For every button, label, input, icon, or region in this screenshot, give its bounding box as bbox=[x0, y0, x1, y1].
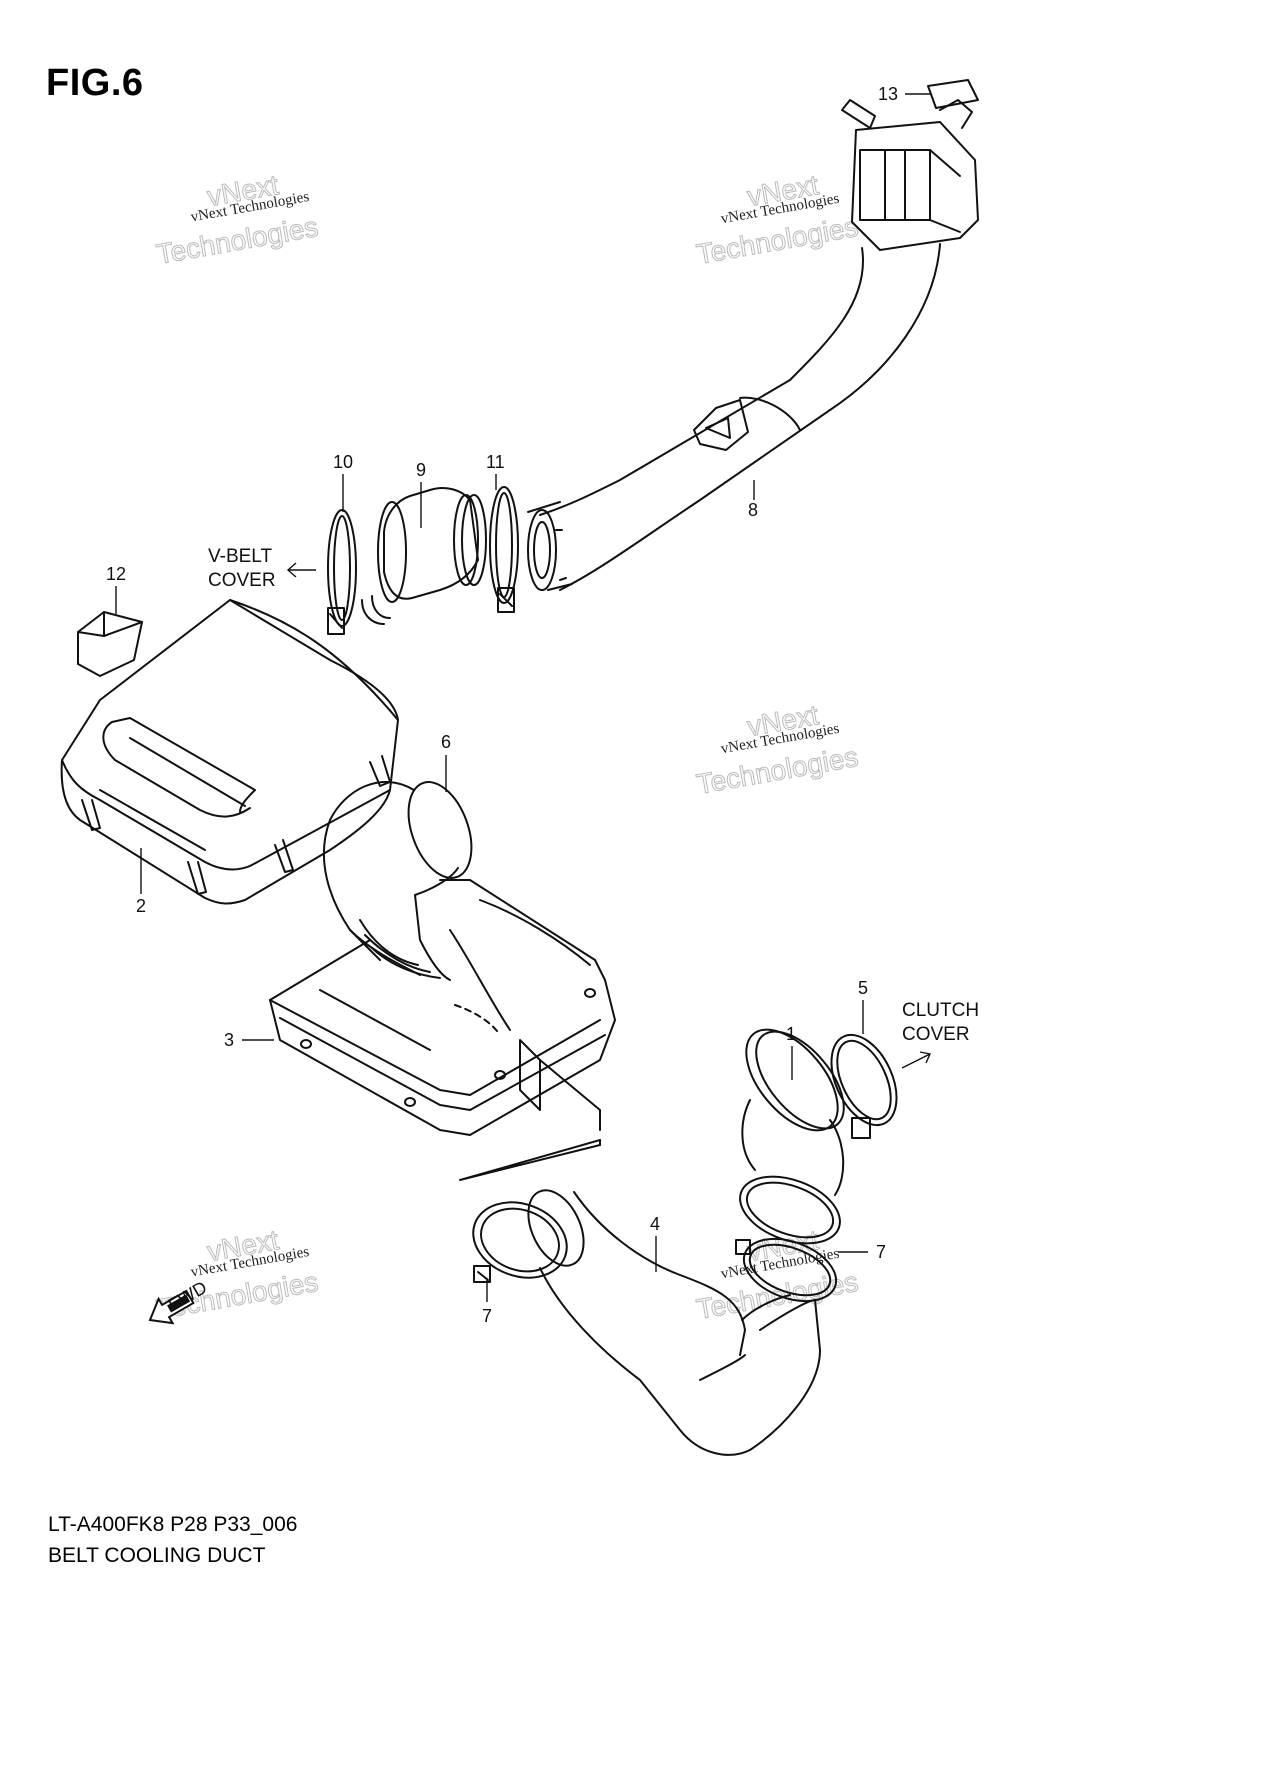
figure-title: FIG.6 bbox=[46, 62, 144, 104]
callout-2-label: 2 bbox=[136, 896, 146, 916]
callout-12: 12 bbox=[106, 564, 126, 614]
part-5-gasket bbox=[830, 1033, 898, 1139]
callout-4-label: 4 bbox=[650, 1214, 660, 1234]
callout-1-label: 1 bbox=[786, 1024, 796, 1044]
callout-12-label: 12 bbox=[106, 564, 126, 584]
callout-10: 10 bbox=[333, 452, 353, 512]
part-7-clamp-right bbox=[735, 1237, 838, 1303]
callout-6-label: 6 bbox=[441, 732, 451, 752]
watermark-mid-right: vNext vNext Technologies Technologies bbox=[694, 699, 861, 801]
callout-8: 8 bbox=[748, 480, 758, 520]
vbelt-note-line1: V-BELT bbox=[208, 546, 272, 567]
part-12-pad bbox=[77, 611, 143, 677]
callout-3: 3 bbox=[224, 1030, 274, 1050]
callout-4: 4 bbox=[650, 1214, 660, 1272]
part-4-lower-duct bbox=[527, 1189, 821, 1456]
callout-5-label: 5 bbox=[858, 978, 868, 998]
part-3-box bbox=[269, 879, 616, 1136]
clutch-note-line2: COVER bbox=[902, 1024, 970, 1045]
callout-7-left: 7 bbox=[482, 1278, 492, 1326]
callout-7-right: 7 bbox=[838, 1242, 886, 1262]
callout-3-label: 3 bbox=[224, 1030, 234, 1050]
callout-13: 13 bbox=[878, 84, 930, 104]
callout-13-label: 13 bbox=[878, 84, 898, 104]
clutch-note-line1: CLUTCH bbox=[902, 1000, 979, 1021]
part-2-cover bbox=[60, 599, 399, 905]
watermark-top-right: vNext vNext Technologies Technologies bbox=[694, 169, 861, 271]
callout-11-label: 11 bbox=[486, 452, 505, 472]
assembly-link-lines bbox=[459, 1139, 601, 1181]
part-11-clamp bbox=[489, 486, 519, 613]
part-9-joint-hose bbox=[361, 487, 487, 625]
clutch-cover-note: CLUTCH COVER bbox=[901, 1000, 979, 1069]
callout-2: 2 bbox=[136, 848, 146, 916]
figure-name: BELT COOLING DUCT bbox=[48, 1544, 266, 1567]
part-8-upper-duct bbox=[527, 99, 979, 591]
watermark-big-text-2: Technologies bbox=[694, 211, 860, 270]
part-13-seal bbox=[927, 79, 979, 109]
part-7-clamp-left bbox=[472, 1201, 568, 1283]
callout-7-left-label: 7 bbox=[482, 1306, 492, 1326]
callout-11: 11 bbox=[486, 452, 505, 490]
callout-7-right-label: 7 bbox=[876, 1242, 886, 1262]
watermark-big-text-2: Technologies bbox=[154, 211, 320, 270]
vbelt-note-line2: COVER bbox=[208, 570, 276, 591]
part-6-elbow bbox=[322, 780, 473, 981]
figure-code: LT-A400FK8 P28 P33_006 bbox=[48, 1513, 298, 1536]
callout-1: 1 bbox=[786, 1024, 796, 1080]
callout-10-label: 10 bbox=[333, 452, 353, 472]
callout-5: 5 bbox=[858, 978, 868, 1034]
callout-9: 9 bbox=[416, 460, 426, 528]
watermark-top-left: vNext vNext Technologies Technologies bbox=[154, 169, 321, 271]
watermark-big-text-2: Technologies bbox=[694, 741, 860, 800]
callout-8-label: 8 bbox=[748, 500, 758, 520]
callout-6: 6 bbox=[441, 732, 451, 792]
part-1-joint bbox=[739, 1028, 845, 1245]
callout-9-label: 9 bbox=[416, 460, 426, 480]
part-10-clamp bbox=[327, 509, 357, 635]
vbelt-cover-note: V-BELT COVER bbox=[208, 546, 316, 591]
